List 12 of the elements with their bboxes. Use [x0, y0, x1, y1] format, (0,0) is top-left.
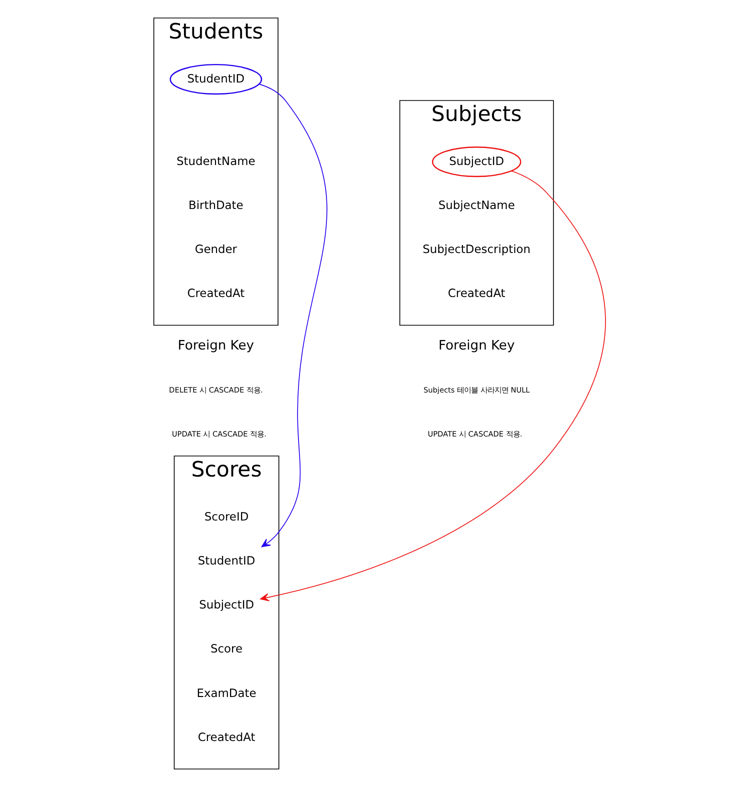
label: DELETE 시 CASCADE 적용.	[169, 385, 263, 394]
node-text: SubjectID	[199, 598, 254, 612]
label: Foreign Key	[178, 338, 254, 354]
label: UPDATE 시 CASCADE 적용.	[428, 430, 522, 439]
node-ellipse: SubjectID	[432, 146, 522, 178]
node-text: StudentID	[198, 553, 256, 568]
node-ellipse: StudentID	[170, 64, 262, 95]
label: UPDATE 시 CASCADE 적용.	[172, 430, 266, 439]
arrow	[259, 84, 328, 548]
arrow	[260, 170, 606, 602]
label: Foreign Key	[438, 338, 515, 354]
label: Subjects 테이블 사라지면 NULL	[423, 385, 530, 394]
